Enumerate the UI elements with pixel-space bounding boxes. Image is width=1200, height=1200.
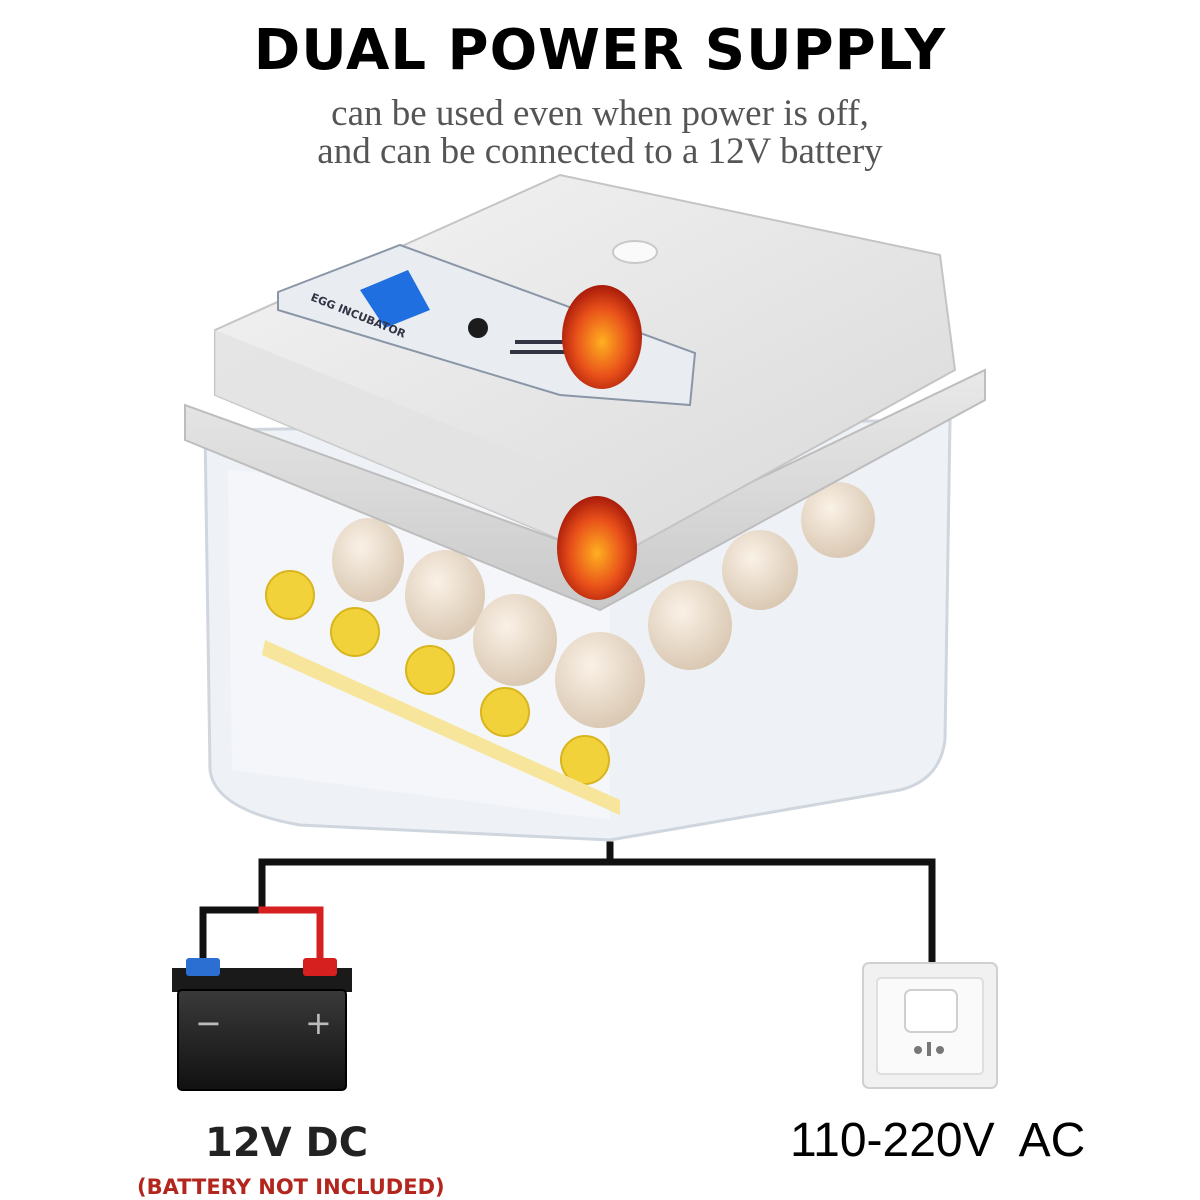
power-wiring — [199, 841, 936, 974]
battery-minus-sign: − — [195, 1004, 222, 1042]
battery-plus-sign: + — [305, 1004, 332, 1042]
battery-positive-terminal — [303, 958, 337, 976]
eggs-inside — [332, 482, 875, 728]
glowing-egg-side-icon — [557, 496, 637, 600]
subtitle-line-2: and can be connected to a 12V battery — [317, 131, 883, 172]
battery-voltage-label: 12V DC — [205, 1120, 369, 1166]
wall-outlet-icon — [862, 962, 998, 1089]
battery-note-label: (BATTERY NOT INCLUDED) — [137, 1175, 445, 1199]
battery-negative-terminal — [186, 958, 220, 976]
glowing-egg-top-icon — [562, 285, 642, 389]
plug-icon — [904, 989, 958, 1033]
roller-gears — [262, 570, 620, 815]
battery-icon: − + — [172, 958, 352, 1091]
headline-title: DUAL POWER SUPPLY — [253, 18, 947, 83]
ac-voltage-label: 110-220V AC — [790, 1114, 1086, 1167]
power-switch-icon — [468, 318, 488, 338]
subtitle-line-1: can be used even when power is off, — [331, 93, 869, 134]
